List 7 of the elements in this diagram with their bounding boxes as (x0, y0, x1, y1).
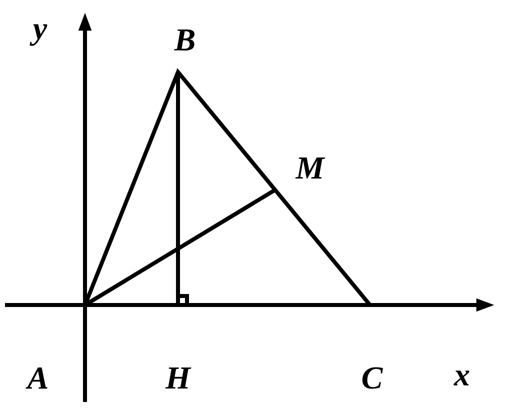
point-label: C (362, 367, 383, 389)
point-label: B (174, 29, 194, 51)
point-label: H (165, 368, 192, 388)
axis-label: y (30, 24, 48, 46)
point-label: A (26, 367, 48, 389)
point-label: M (295, 158, 326, 178)
axis-label: x (454, 370, 470, 386)
